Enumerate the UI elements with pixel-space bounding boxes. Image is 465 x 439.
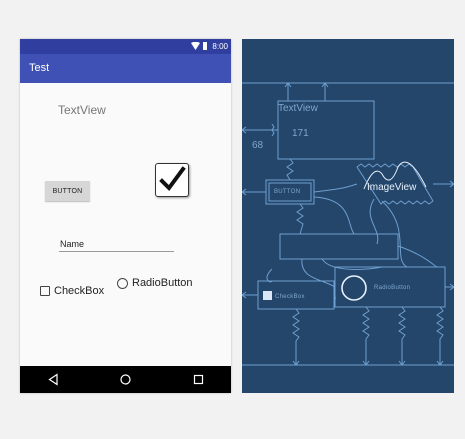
blueprint-constraints bbox=[242, 82, 454, 366]
status-bar: 8:00 bbox=[20, 39, 231, 54]
bp-textview-label: TextView bbox=[278, 103, 318, 114]
radio-circle[interactable] bbox=[117, 277, 128, 289]
layout-canvas[interactable]: TextView BUTTON Name CheckBox RadioButto… bbox=[20, 83, 231, 366]
bp-imageview-box[interactable] bbox=[356, 163, 434, 205]
bp-checkbox-label: CheckBox bbox=[275, 294, 305, 300]
battery-icon bbox=[203, 42, 207, 50]
bp-margin-left-value: 68 bbox=[252, 140, 264, 151]
bp-imageview-label: ImageView bbox=[367, 182, 417, 193]
blueprint-preview[interactable]: TextView 171 68 BUTTON ImageView CheckBo… bbox=[242, 39, 454, 393]
edittext-hint: Name bbox=[60, 239, 85, 249]
checkmark-icon bbox=[159, 166, 186, 192]
navigation-bar bbox=[20, 366, 231, 393]
app-bar: Test bbox=[20, 54, 231, 83]
imageview-widget[interactable] bbox=[155, 163, 189, 197]
back-triangle-icon[interactable] bbox=[47, 373, 60, 386]
bp-margin-top-value: 171 bbox=[292, 128, 309, 139]
radiobutton-widget[interactable]: RadioButton bbox=[117, 277, 193, 289]
button-widget[interactable]: BUTTON bbox=[45, 181, 90, 201]
checkbox-label: CheckBox bbox=[54, 285, 105, 297]
app-title: Test bbox=[29, 62, 50, 74]
bp-radiobutton-label: RadioButton bbox=[374, 285, 411, 291]
home-circle-icon[interactable] bbox=[119, 373, 132, 386]
checkbox-box[interactable] bbox=[40, 286, 50, 296]
bp-edittext-box[interactable] bbox=[279, 233, 399, 260]
radio-label: RadioButton bbox=[132, 277, 193, 289]
bp-button-label: BUTTON bbox=[274, 189, 301, 195]
wifi-icon bbox=[191, 42, 200, 50]
name-edittext[interactable]: Name bbox=[59, 235, 174, 252]
status-time: 8:00 bbox=[212, 42, 228, 51]
design-preview[interactable]: 8:00 Test TextView BUTTON Name CheckBox … bbox=[20, 39, 231, 393]
checkbox-widget[interactable]: CheckBox bbox=[40, 285, 104, 297]
textview-widget[interactable]: TextView bbox=[58, 103, 106, 117]
recents-square-icon[interactable] bbox=[192, 373, 205, 386]
